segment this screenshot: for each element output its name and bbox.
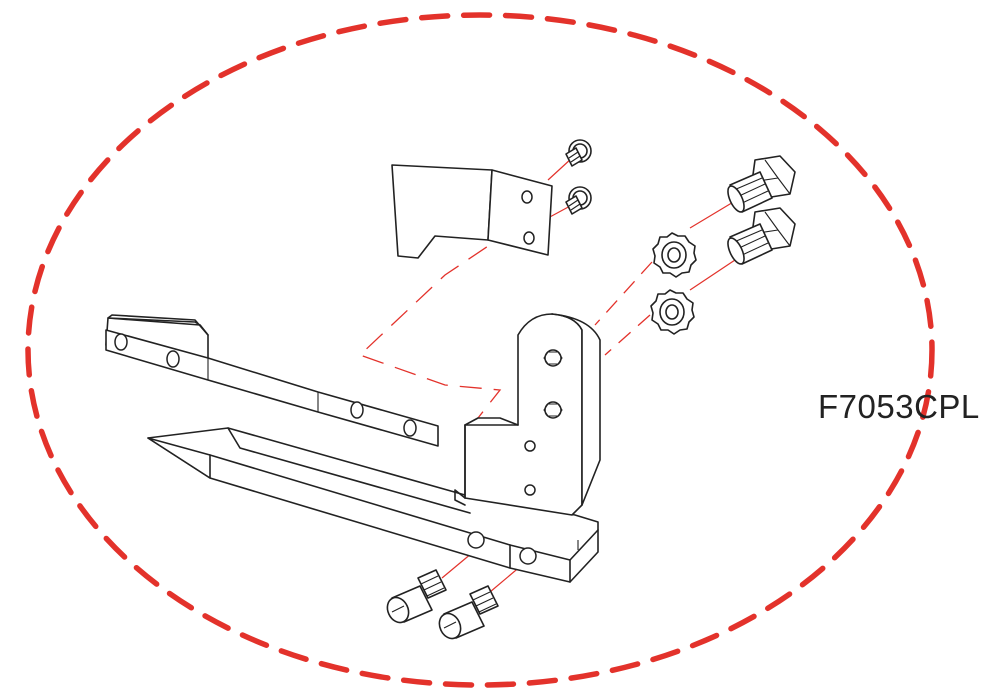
base-hole-right [519,547,537,565]
upright-small-hole-1 [524,440,536,452]
upright-small-hole-2 [524,484,536,496]
set-screw-right [438,585,499,640]
small-screw-2 [565,186,592,215]
hex-bolt-upper [727,155,796,213]
assembly-guide-lines [358,157,741,593]
bracket-hole-upper [521,190,533,204]
bracket-hole-lower [523,231,535,245]
base-hole-left [467,531,485,549]
upright-bolt-hole-upper [544,349,562,367]
lock-washer-lower [650,289,695,335]
lock-washer-upper [652,232,697,278]
rail-hole-2 [166,350,180,368]
small-screw-1 [565,139,592,167]
rail-hole-3 [350,401,364,419]
upright-bolt-hole-lower [544,401,562,419]
set-screw-left [386,569,447,624]
kit-boundary-outline [25,12,935,688]
upright-post [454,313,601,516]
hex-bolt-lower [727,207,796,265]
rail-hole-4 [403,419,417,437]
l-bracket [391,164,553,259]
part-number-label: F7053CPL [818,388,980,425]
pointed-base [147,427,599,583]
rail-hole-1 [114,333,128,351]
upper-rail-bar [105,314,439,447]
